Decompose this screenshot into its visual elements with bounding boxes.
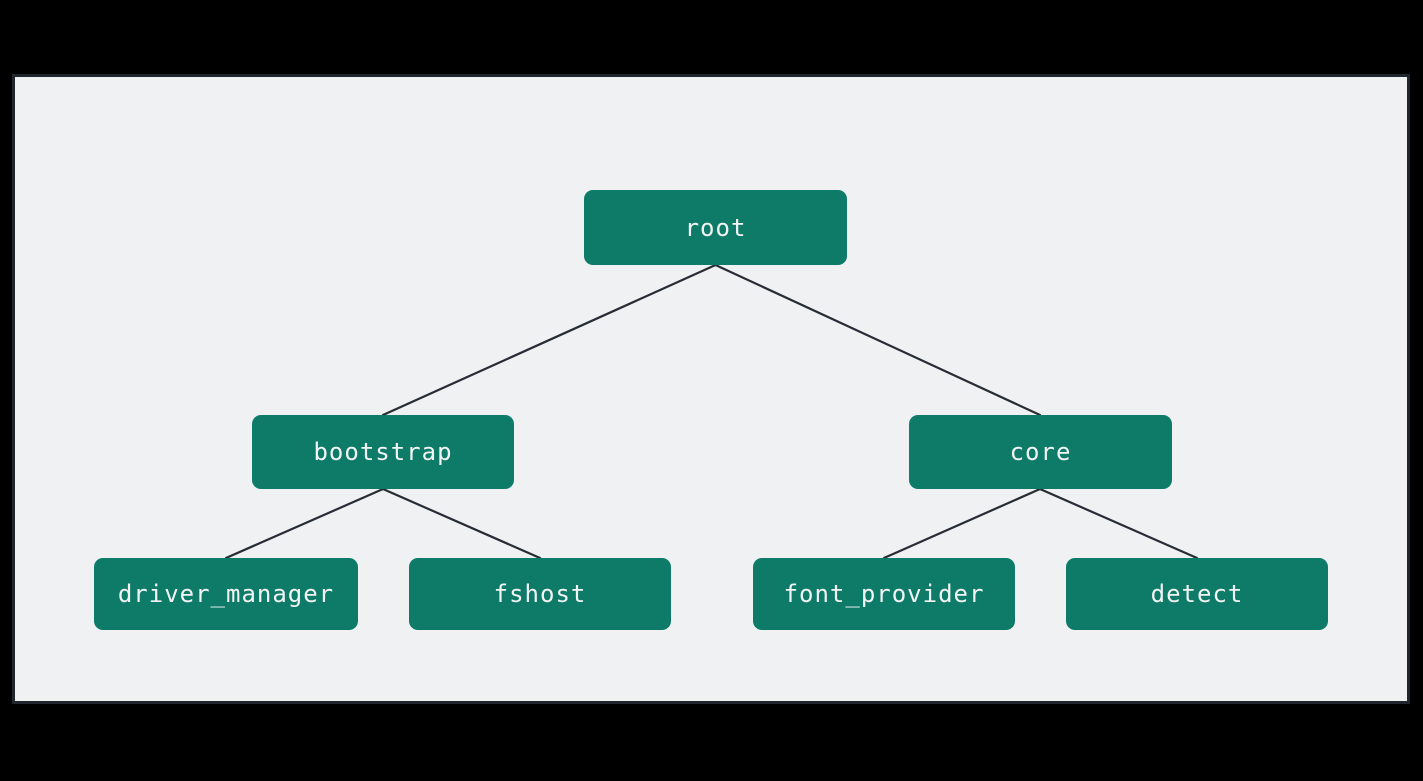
node-bootstrap: bootstrap — [252, 415, 514, 489]
node-detect: detect — [1066, 558, 1328, 630]
node-font-provider: font_provider — [753, 558, 1015, 630]
node-fshost: fshost — [409, 558, 671, 630]
node-root: root — [584, 190, 847, 265]
node-driver-manager: driver_manager — [94, 558, 358, 630]
node-core: core — [909, 415, 1172, 489]
